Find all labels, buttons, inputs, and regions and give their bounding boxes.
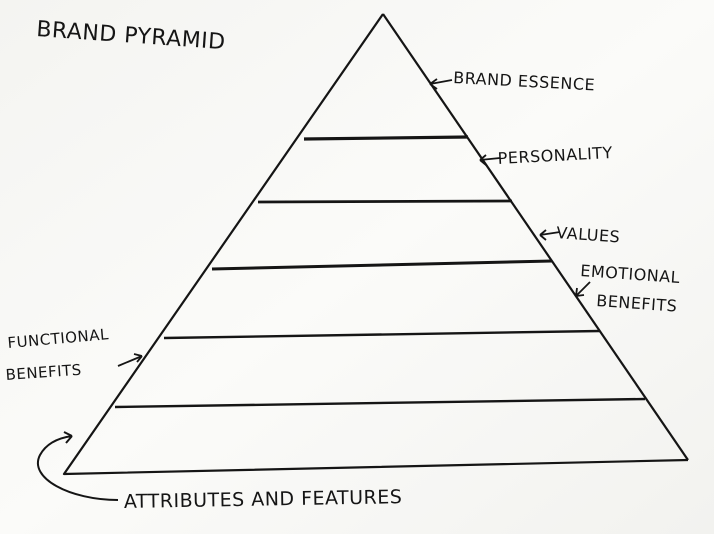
tier-divider-5 bbox=[114, 397, 646, 409]
label-functional-benefits-line2: BENEFITS bbox=[5, 361, 82, 384]
arrow-brand-essence bbox=[429, 78, 453, 90]
tier-divider-1 bbox=[303, 135, 469, 141]
tier-divider-2 bbox=[257, 199, 513, 204]
label-values: VALUES bbox=[556, 223, 621, 246]
pyramid-right-edge bbox=[382, 13, 689, 461]
label-attributes-and-features: ATTRIBUTES AND FEATURES bbox=[124, 486, 403, 513]
arrow-personality bbox=[479, 154, 501, 166]
arrow-emotional-benefits bbox=[575, 281, 591, 297]
arrow-functional-benefits bbox=[117, 353, 143, 367]
pyramid-left-and-base-edge bbox=[62, 13, 689, 476]
tier-divider-4 bbox=[163, 329, 601, 340]
tier-divider-3 bbox=[211, 259, 553, 271]
arrow-values bbox=[539, 229, 561, 241]
arrow-attributes-and-features bbox=[37, 431, 119, 501]
